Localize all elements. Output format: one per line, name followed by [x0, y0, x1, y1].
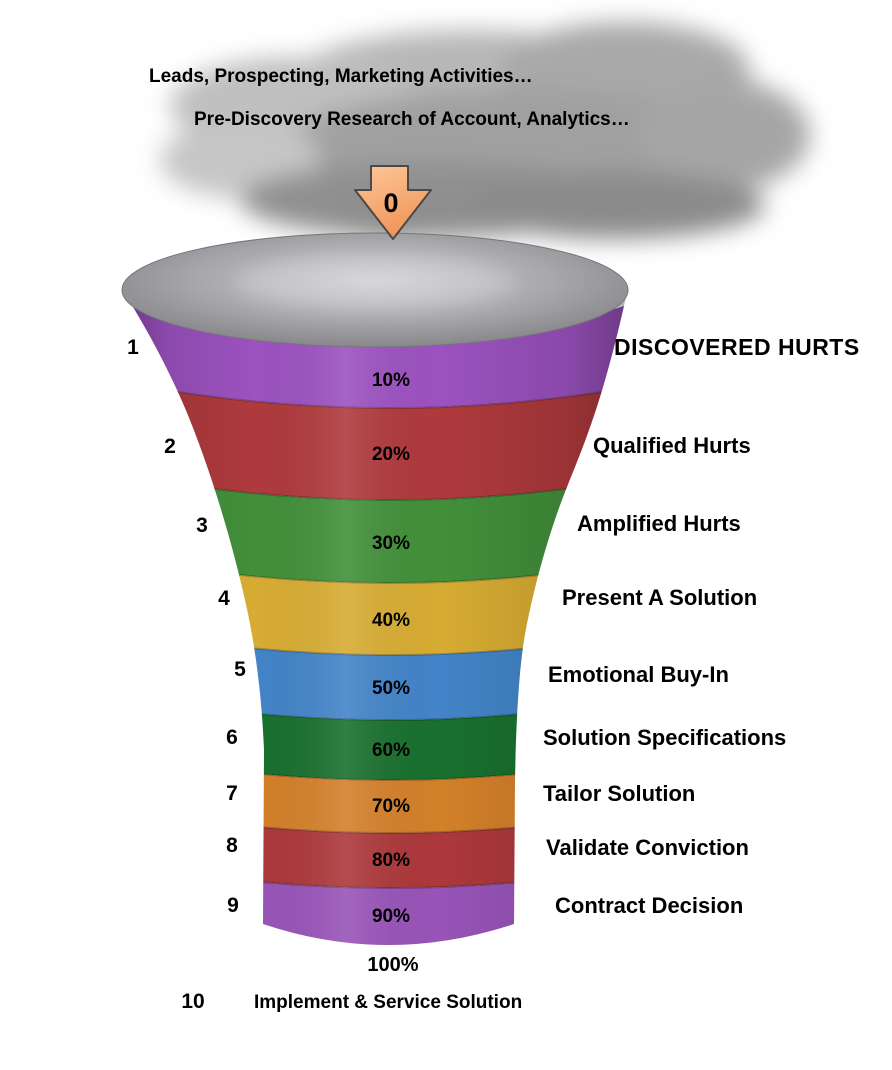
stage-labels: DISCOVERED HURTS Qualified Hurts Amplifi…	[543, 334, 860, 918]
bottom-percent: 100%	[367, 954, 418, 976]
percent-label: 60%	[372, 740, 410, 761]
stage-number: 2	[164, 435, 176, 458]
stage-label: Solution Specifications	[543, 725, 786, 750]
percent-label: 10%	[372, 370, 410, 391]
arrow-label: 0	[383, 188, 398, 218]
funnel-output: 100% 10 Implement & Service Solution	[181, 954, 522, 1013]
stage-number: 5	[234, 658, 246, 681]
stage-label: Amplified Hurts	[577, 511, 741, 536]
stage-number: 9	[227, 894, 239, 917]
bottom-number: 10	[181, 990, 204, 1013]
stage-number: 3	[196, 514, 208, 537]
percent-label: 90%	[372, 906, 410, 927]
arrow-shape	[354, 165, 432, 240]
stage-number: 7	[226, 782, 238, 805]
percent-labels: 10% 20% 30% 40% 50% 60% 70% 80% 90%	[372, 370, 410, 927]
stage-label: Present A Solution	[562, 585, 757, 610]
percent-label: 80%	[372, 850, 410, 871]
stage-label: DISCOVERED HURTS	[614, 334, 860, 360]
percent-label: 40%	[372, 610, 410, 631]
stage-label: Qualified Hurts	[593, 433, 751, 458]
stage-label: Emotional Buy-In	[548, 662, 729, 687]
stage-number: 4	[218, 587, 230, 610]
percent-label: 50%	[372, 678, 410, 699]
percent-label: 70%	[372, 796, 410, 817]
stage-label: Validate Conviction	[546, 835, 749, 860]
stage-label: Contract Decision	[555, 893, 743, 918]
cloud-text-line1: Leads, Prospecting, Marketing Activities…	[149, 66, 533, 87]
stage-number: 6	[226, 726, 238, 749]
stage-numbers: 1 2 3 4 5 6 7 8 9	[127, 336, 246, 917]
stage-number: 8	[226, 834, 238, 857]
percent-label: 20%	[372, 444, 410, 465]
stage-label: Tailor Solution	[543, 781, 695, 806]
stage-number: 1	[127, 336, 139, 359]
bottom-label: Implement & Service Solution	[254, 992, 522, 1013]
cloud-graphic	[160, 22, 810, 240]
cloud-text-line2: Pre-Discovery Research of Account, Analy…	[194, 109, 630, 130]
funnel-mouth	[121, 232, 629, 348]
percent-label: 30%	[372, 533, 410, 554]
entry-arrow: 0	[354, 165, 432, 240]
